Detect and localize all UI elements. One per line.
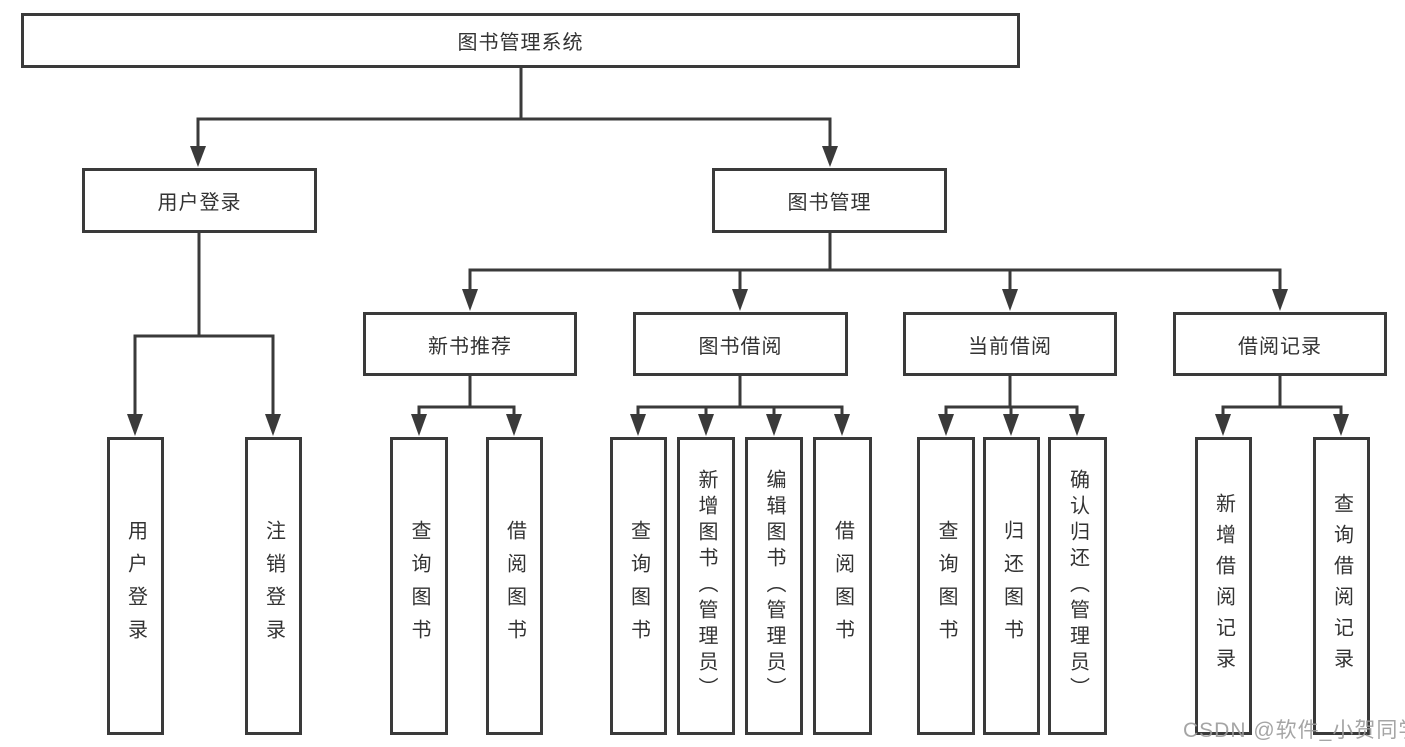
leaf-label: 归还图书 xyxy=(1000,520,1023,652)
leaf-edit-books-admin: 编辑图书（管理员） xyxy=(745,437,803,735)
arrowhead xyxy=(411,414,427,436)
leaf-label: 确认归还（管理员） xyxy=(1066,469,1089,703)
arrowhead xyxy=(1003,414,1019,436)
arrowhead xyxy=(834,414,850,436)
arrowhead xyxy=(822,146,838,167)
connector-book-borrowing-children xyxy=(630,376,850,436)
arrowhead xyxy=(630,414,646,436)
node-borrowing-records: 借阅记录 xyxy=(1173,312,1387,376)
leaf-borrow-books: 借阅图书 xyxy=(813,437,872,735)
leaf-query-books-borrowing: 查询图书 xyxy=(610,437,667,735)
leaf-return-books: 归还图书 xyxy=(983,437,1040,735)
node-book-borrowing: 图书借阅 xyxy=(633,312,848,376)
arrowhead xyxy=(766,414,782,436)
node-book-management: 图书管理 xyxy=(712,168,947,233)
arrowhead xyxy=(1272,289,1288,311)
arrowhead xyxy=(506,414,522,436)
node-current-borrowing: 当前借阅 xyxy=(903,312,1117,376)
leaf-add-books-admin: 新增图书（管理员） xyxy=(677,437,735,735)
leaf-logout: 注销登录 xyxy=(245,437,302,735)
arrowhead xyxy=(698,414,714,436)
leaf-label: 查询图书 xyxy=(935,520,957,652)
leaf-label: 查询图书 xyxy=(408,520,430,652)
csdn-watermark: CSDN @软件_小贺同学 xyxy=(1183,719,1405,742)
leaf-query-borrow-record: 查询借阅记录 xyxy=(1313,437,1370,735)
arrowhead xyxy=(938,414,954,436)
leaf-label: 新增图书（管理员） xyxy=(695,469,717,703)
leaf-confirm-return-admin: 确认归还（管理员） xyxy=(1048,437,1107,735)
leaf-label: 查询图书 xyxy=(627,520,650,652)
connector-user-login-children xyxy=(127,233,281,436)
leaf-label: 查询借阅记录 xyxy=(1330,493,1353,679)
arrowhead xyxy=(462,289,478,311)
connector-new-book-children xyxy=(411,376,522,436)
leaf-label: 编辑图书（管理员） xyxy=(763,469,785,703)
node-user-login: 用户登录 xyxy=(82,168,317,233)
leaf-label: 新增借阅记录 xyxy=(1212,493,1235,679)
leaf-borrow-books-recommend: 借阅图书 xyxy=(486,437,543,735)
arrowhead xyxy=(1333,414,1349,436)
node-new-book-recommendation: 新书推荐 xyxy=(363,312,577,376)
leaf-query-books-recommend: 查询图书 xyxy=(390,437,448,735)
arrowhead xyxy=(1215,414,1231,436)
connector-root-to-level2 xyxy=(190,68,838,167)
arrowhead xyxy=(127,414,143,436)
connector-current-borrowing-children xyxy=(938,376,1085,436)
arrowhead xyxy=(1002,289,1018,311)
connector-book-management-children xyxy=(462,233,1288,311)
leaf-user-login: 用户登录 xyxy=(107,437,164,735)
leaf-query-books-current: 查询图书 xyxy=(917,437,975,735)
leaf-label: 借阅图书 xyxy=(503,520,526,652)
arrowhead xyxy=(1069,414,1085,436)
node-library-management-system: 图书管理系统 xyxy=(21,13,1020,68)
connector-borrowing-records-children xyxy=(1215,376,1349,436)
arrowhead xyxy=(732,289,748,311)
leaf-label: 注销登录 xyxy=(262,520,285,652)
leaf-add-borrow-record: 新增借阅记录 xyxy=(1195,437,1252,735)
leaf-label: 用户登录 xyxy=(124,520,147,652)
leaf-label: 借阅图书 xyxy=(831,520,854,652)
arrowhead xyxy=(190,146,206,167)
arrowhead xyxy=(265,414,281,436)
